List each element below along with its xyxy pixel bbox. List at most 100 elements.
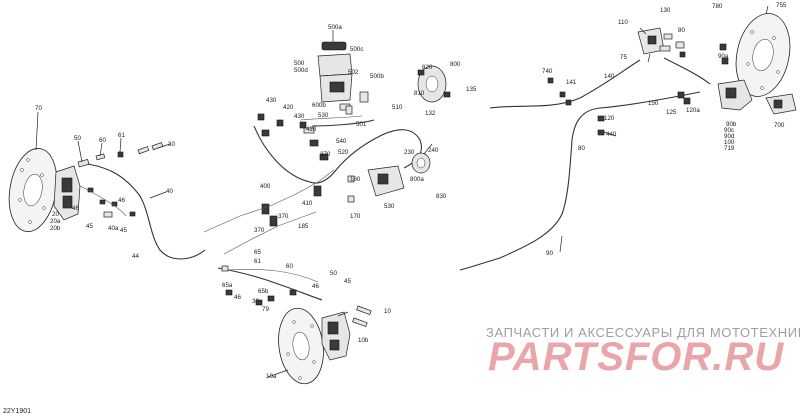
front-left-brake-disc: [8, 148, 58, 232]
callout-label: 530: [384, 203, 395, 210]
callout-label: 170: [350, 213, 361, 220]
callout-label: 110: [618, 19, 628, 26]
callout-label: 141: [566, 79, 577, 86]
callout-label: 230: [404, 149, 415, 156]
watermark-caption: ЗАПЧАСТИ И АКСЕССУАРЫ ДЛЯ МОТОТЕХНИКИ: [486, 325, 800, 340]
callout-label: 130: [660, 7, 671, 14]
callout-label: 810: [414, 90, 425, 97]
callout-label: 79: [262, 306, 269, 313]
callout-label: 61: [118, 132, 125, 139]
callout-label: 501: [356, 121, 367, 128]
callout-label: 370: [320, 151, 331, 158]
callout-label: 80: [578, 145, 585, 152]
callout-label: 180: [350, 176, 361, 183]
callout-label: 90: [546, 250, 553, 257]
callout-label: 500c: [350, 46, 363, 53]
callout-label: 50: [330, 270, 337, 277]
callout-label: 30: [168, 141, 175, 148]
front-left-fittings: [77, 142, 164, 218]
callout-label: 80: [678, 27, 685, 34]
callout-label: 830: [436, 193, 447, 200]
leader-lines: [35, 5, 769, 378]
rear-brake-line: [459, 57, 711, 271]
callout-label: 510: [392, 104, 403, 111]
callout-label: 60: [286, 263, 293, 270]
callout-label: 800a: [410, 176, 424, 183]
callout-label: 502: [348, 69, 359, 76]
callout-label: 10: [384, 308, 391, 315]
callout-label: 70: [35, 105, 42, 112]
callout-label: 500a: [328, 24, 342, 31]
callout-label: 500d: [294, 67, 308, 74]
callout-label: 20: [52, 211, 59, 218]
callout-label: 10a: [266, 373, 277, 380]
callout-label: 240: [428, 147, 439, 154]
callout-label: 150: [648, 100, 659, 107]
callout-label: 132: [425, 110, 436, 117]
callout-label: 90a: [718, 53, 729, 60]
front-left-caliper: [53, 165, 81, 221]
callout-label: 20b: [50, 225, 61, 232]
callout-label: 65: [254, 249, 261, 256]
callout-label: 410: [302, 200, 313, 207]
callout-label: 520: [338, 149, 349, 156]
callout-label: 61: [254, 258, 261, 265]
master-cylinder-reservoir: [317, 41, 369, 115]
callout-label: 370: [254, 227, 265, 234]
rear-sensor-ring: [417, 65, 451, 103]
callout-label: 90b: [726, 121, 737, 128]
callout-label: 755: [776, 2, 787, 9]
rear-master-cylinder: [637, 27, 673, 55]
diagram-code: 22Y1901: [3, 408, 32, 415]
callout-label: 185: [298, 223, 309, 230]
rear-caliper: [717, 43, 797, 115]
callout-label: 120a: [686, 107, 700, 114]
abs-module: [347, 152, 431, 203]
front-left-brake-line: [79, 163, 206, 260]
front-right-brake-line: [217, 265, 323, 301]
callout-label: 65b: [258, 288, 269, 295]
callout-label: 10b: [358, 337, 369, 344]
callout-label: 45: [86, 223, 93, 230]
callout-label: 90d: [724, 133, 735, 140]
callout-label: 500: [294, 60, 305, 67]
callout-label: 719: [724, 145, 735, 152]
center-brake-lines: [203, 115, 422, 255]
callout-label: 135: [466, 86, 477, 93]
callout-label: 800: [450, 61, 461, 68]
callout-label: 46: [234, 294, 241, 301]
callout-label: 420: [283, 104, 294, 111]
callout-label: 420: [306, 126, 317, 133]
watermark-logo: PARTSFOR.RU: [488, 335, 785, 379]
rear-brake-disc: [735, 13, 791, 97]
callout-label: 90c: [724, 127, 734, 134]
callout-label: 500b: [370, 73, 384, 80]
callout-label: 75: [620, 54, 627, 61]
callout-label: 45: [344, 278, 351, 285]
front-right-caliper: [225, 289, 372, 361]
callout-label: 600b: [312, 102, 326, 109]
callout-label: 40: [166, 188, 173, 195]
callout-label: 540: [336, 138, 347, 145]
callout-label: 430: [266, 97, 277, 104]
callout-label: 530: [318, 112, 329, 119]
brake-pedal-linkage: [257, 113, 329, 227]
callout-label: 46: [312, 283, 319, 290]
callout-label: 40a: [108, 225, 119, 232]
callout-label: 700: [774, 122, 785, 129]
callout-label: 100: [724, 139, 735, 146]
callout-label: 44: [132, 253, 139, 260]
front-right-brake-disc: [278, 307, 324, 385]
callout-label: 50: [74, 135, 81, 142]
callout-label: 780: [712, 3, 723, 10]
callout-label: 46: [72, 205, 79, 212]
rear-line-fittings: [547, 41, 691, 136]
callout-label: 120: [604, 115, 615, 122]
callout-label: 46: [118, 197, 125, 204]
callout-label: 20a: [50, 218, 61, 225]
callout-label: 820: [422, 64, 433, 71]
callout-labels: 70 50 60 61 30 40 20 20a 20b 46 45 45 46…: [35, 2, 787, 380]
callout-label: 45: [120, 227, 127, 234]
callout-label: 140: [604, 73, 615, 80]
